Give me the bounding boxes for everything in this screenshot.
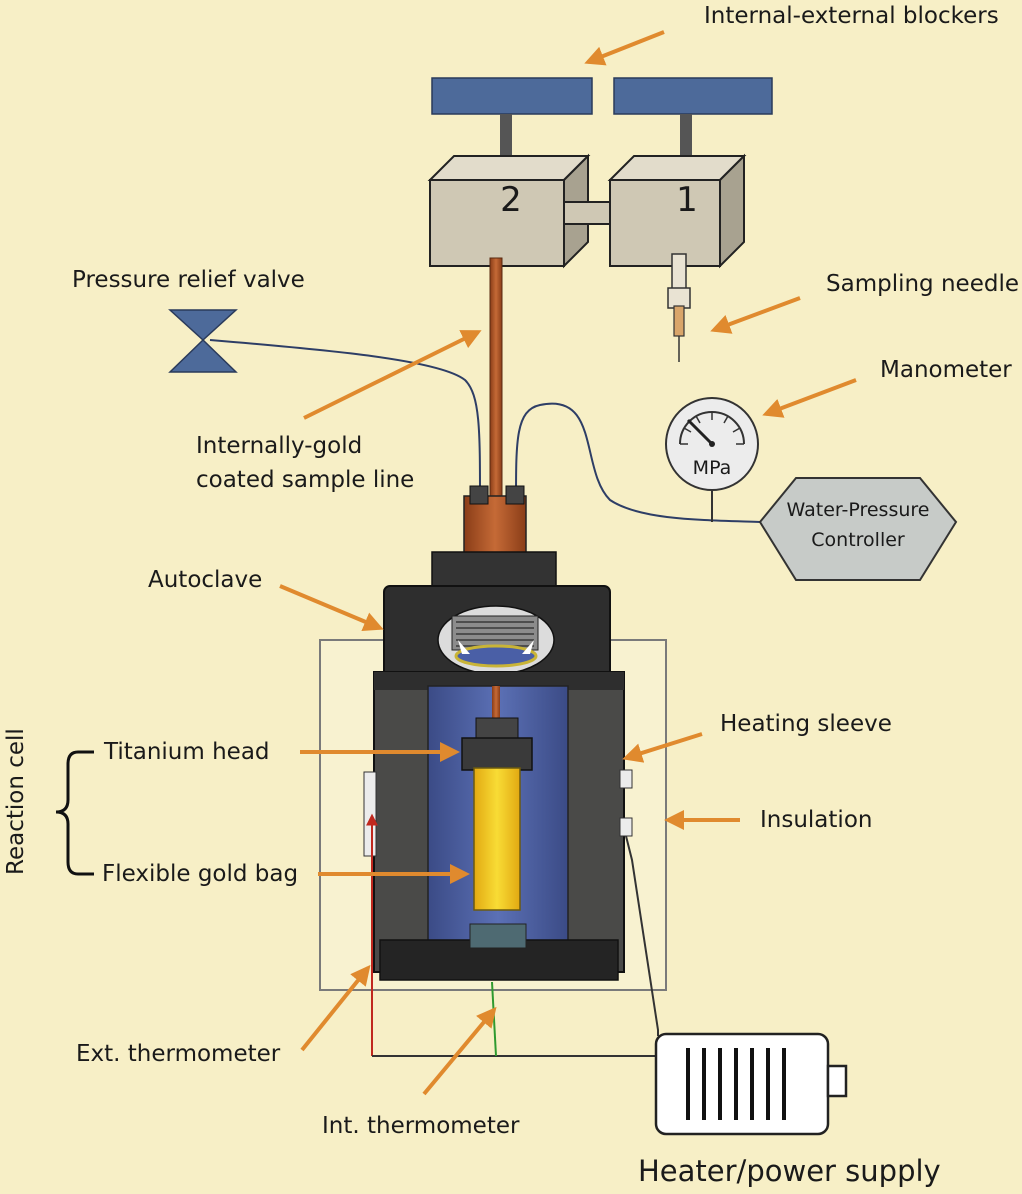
label-blockers: Internal-external blockers <box>704 3 999 29</box>
label-reaction-cell: Reaction cell <box>3 728 29 875</box>
valve-number-1: 1 <box>676 180 698 220</box>
label-int-thermometer: Int. thermometer <box>322 1113 520 1139</box>
arrow-icon <box>710 296 801 334</box>
label-sample-line-1: Internally-gold <box>196 433 363 459</box>
arrow-icon <box>279 584 384 632</box>
inner-sample-line <box>492 686 500 726</box>
internal-external-blockers <box>431 77 773 158</box>
arrow-icon <box>303 330 482 420</box>
label-autoclave: Autoclave <box>148 567 263 593</box>
valve-icon <box>168 309 238 373</box>
arrow-icon <box>422 1006 497 1096</box>
arrow-icon <box>762 378 857 418</box>
valve-number-2: 2 <box>500 180 522 220</box>
label-manometer: Manometer <box>880 357 1012 383</box>
arrow-icon <box>622 732 703 763</box>
label-gold-bag: Flexible gold bag <box>102 861 299 887</box>
controller-tube <box>515 402 761 523</box>
sleeve-wiring <box>625 835 659 1036</box>
label-heater: Heater/power supply <box>638 1154 941 1188</box>
autoclave-top-fittings <box>431 485 557 591</box>
gauge-icon <box>665 397 759 522</box>
relief-tube <box>209 339 481 501</box>
ext-thermometer-probe <box>363 771 377 857</box>
arrow-icon <box>300 964 371 1052</box>
heating-sleeve-connectors <box>619 769 633 837</box>
arrow-icon <box>584 30 665 66</box>
label-ext-thermometer: Ext. thermometer <box>76 1041 281 1067</box>
bottom-puck <box>469 923 527 949</box>
sample-line <box>489 257 503 507</box>
manometer-unit: MPa <box>692 457 732 479</box>
valve-box-1 <box>607 153 747 269</box>
flexible-gold-bag <box>473 767 521 911</box>
label-titanium-head: Titanium head <box>104 739 270 765</box>
label-heating-sleeve: Heating sleeve <box>720 711 892 737</box>
reaction-cell-bracket <box>55 750 94 876</box>
sampling-needle <box>667 253 691 362</box>
label-sampling-needle: Sampling needle <box>826 271 1019 297</box>
water-pressure-controller <box>758 477 958 581</box>
controller-label-2: Controller <box>811 529 905 551</box>
label-sample-line-2: coated sample line <box>196 467 415 493</box>
int-thermometer-wire <box>491 981 497 1057</box>
heater-icon <box>654 1032 848 1136</box>
label-relief-valve: Pressure relief valve <box>72 267 305 293</box>
controller-label-1: Water-Pressure <box>786 499 930 521</box>
label-insulation: Insulation <box>760 807 873 833</box>
